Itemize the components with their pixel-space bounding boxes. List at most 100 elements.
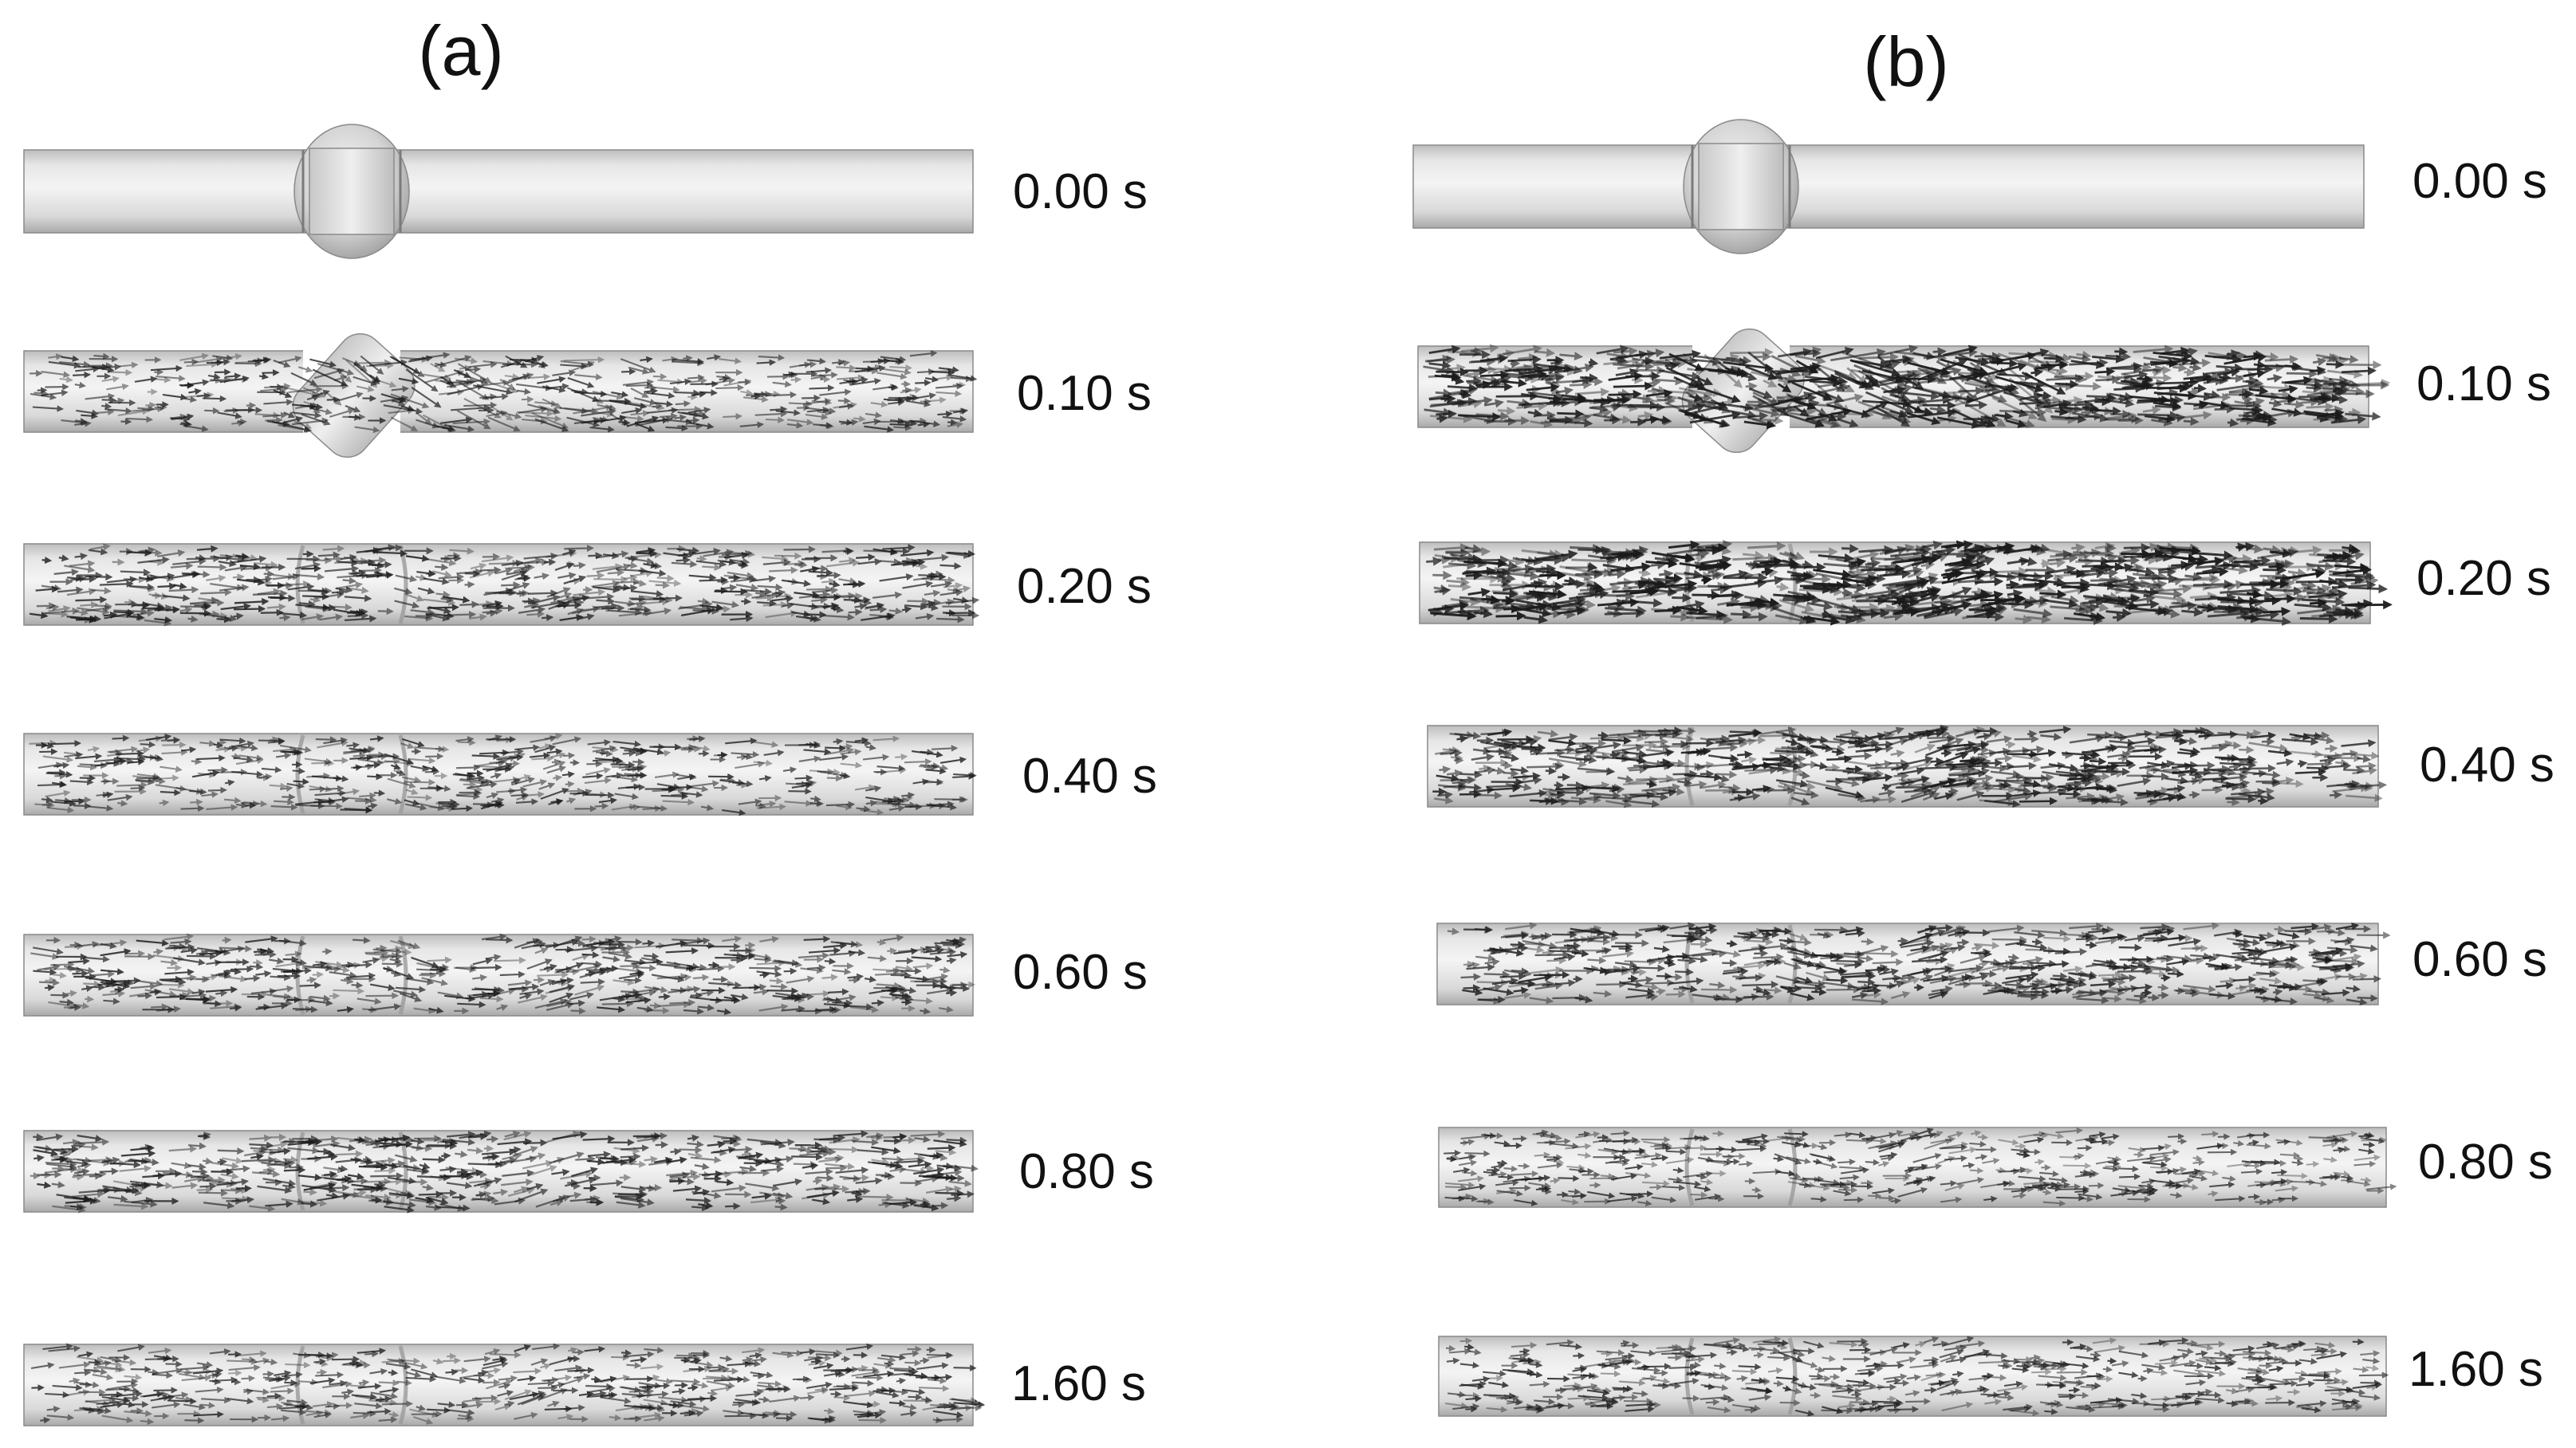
flow-arrow	[796, 404, 810, 411]
flow-arrow	[307, 1352, 333, 1359]
flow-arrow	[1648, 370, 1660, 380]
flow-arrow	[1938, 591, 1984, 601]
flow-arrow	[103, 611, 118, 619]
flow-arrow	[934, 940, 966, 948]
flow-arrow	[893, 424, 912, 431]
flow-arrow	[946, 990, 958, 997]
flow-arrow	[435, 563, 449, 571]
flow-arrow	[2075, 606, 2089, 616]
flow-arrow	[620, 1152, 641, 1161]
flow-arrow	[2183, 726, 2204, 735]
flow-arrow	[1958, 576, 1984, 586]
flow-arrow	[359, 792, 376, 800]
flow-arrow	[810, 795, 821, 803]
flow-arrow	[295, 802, 325, 809]
flow-arrow	[939, 966, 951, 974]
flow-arrow	[200, 588, 232, 596]
flow-arrow	[543, 558, 557, 566]
flow-arrow	[267, 593, 287, 602]
flow-arrow	[1570, 544, 1602, 553]
flow-arrow	[1787, 754, 1802, 764]
flow-arrow	[809, 800, 824, 807]
flow-arrow	[1467, 379, 1501, 388]
panel-b-frame-0: 0.00 s	[1412, 119, 2547, 254]
flow-arrow	[101, 403, 112, 410]
flow-arrow	[2251, 729, 2262, 738]
flow-arrow	[1799, 771, 1810, 780]
flow-arrow	[441, 1152, 451, 1160]
flow-arrow	[2330, 585, 2342, 596]
flow-arrow	[1459, 770, 1483, 779]
flow-arrow	[947, 419, 958, 426]
flow-arrow	[1444, 554, 1483, 564]
flow-arrow	[201, 1402, 216, 1409]
flow-arrow	[227, 1351, 242, 1358]
flow-arrow	[53, 1145, 80, 1153]
flow-arrow	[232, 573, 245, 581]
flow-arrow	[41, 801, 53, 809]
flow-arrow	[1775, 745, 1796, 754]
flow-arrow	[819, 422, 834, 430]
flow-arrow	[2299, 614, 2338, 624]
flow-arrow	[159, 975, 183, 983]
flow-arrow	[499, 970, 526, 978]
flow-arrow	[2214, 404, 2236, 414]
flow-arrow	[100, 1167, 119, 1175]
flow-arrow	[919, 1385, 950, 1392]
flow-arrow	[159, 982, 185, 989]
flow-arrow	[2189, 363, 2202, 372]
flow-arrow	[685, 417, 700, 424]
flow-arrow	[331, 1356, 360, 1363]
flow-arrow	[896, 1377, 907, 1385]
flow-arrow	[2113, 384, 2145, 393]
flow-arrow	[1617, 577, 1633, 588]
flow-arrow	[894, 1136, 916, 1144]
flow-arrow	[644, 1007, 670, 1014]
flow-arrow	[479, 995, 504, 1003]
flow-arrow	[1707, 582, 1733, 592]
flow-arrow	[2118, 943, 2143, 952]
flow-arrow	[1641, 359, 1682, 368]
flow-arrow	[2143, 555, 2158, 565]
flow-arrow	[632, 1132, 662, 1140]
flow-arrow	[2016, 580, 2049, 590]
flow-arrow	[720, 777, 736, 784]
flow-arrow	[936, 616, 965, 624]
flow-arrow	[419, 971, 437, 979]
flow-arrow	[620, 1349, 632, 1356]
flow-arrow	[1776, 392, 1796, 402]
panel-a-time-label-1: 0.10 s	[1017, 366, 1152, 421]
flow-arrow	[265, 416, 283, 424]
flow-arrow	[803, 935, 831, 943]
flow-arrow	[2090, 575, 2119, 585]
flow-arrow	[315, 736, 337, 743]
flow-arrow	[326, 396, 341, 403]
flow-arrow	[649, 1001, 661, 1009]
panel-a: 0.00 s 0.10 s 0.20 s 0.40 s 0.60 s 0.80 …	[23, 124, 1157, 1426]
flow-arrow	[1994, 411, 2014, 421]
flow-arrow	[1664, 361, 1680, 371]
flow-arrow	[871, 999, 885, 1007]
flow-arrow	[2063, 578, 2090, 588]
flow-arrow	[427, 784, 443, 792]
flow-arrow	[821, 577, 837, 586]
pipe-a-6	[23, 1343, 986, 1426]
flow-arrow	[2343, 765, 2365, 774]
flow-arrow	[89, 1172, 103, 1180]
flow-arrow	[725, 1202, 741, 1210]
flow-arrow	[563, 752, 576, 759]
flow-arrow	[1589, 733, 1626, 742]
flow-arrow	[445, 1368, 459, 1376]
pipe-a-5	[23, 1130, 979, 1214]
flow-arrow	[162, 742, 187, 749]
flow-arrow	[1437, 790, 1454, 799]
flow-arrow	[1550, 790, 1566, 799]
flow-arrow	[353, 752, 367, 760]
flow-arrow	[2193, 769, 2227, 777]
flow-arrow	[72, 1173, 85, 1181]
flow-arrow	[120, 569, 152, 576]
flow-arrow	[483, 801, 505, 809]
flow-arrow	[297, 1139, 321, 1147]
panel-a-time-label-0: 0.00 s	[1013, 164, 1148, 219]
flow-arrow	[710, 963, 736, 970]
